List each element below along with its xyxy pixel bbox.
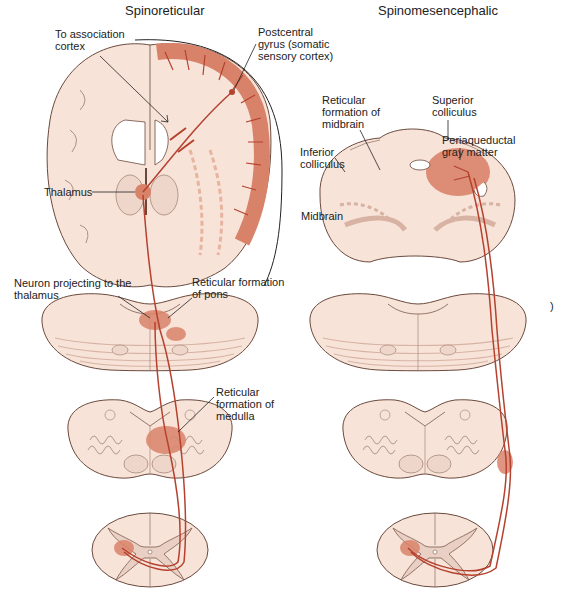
stray-mark: ) (550, 300, 560, 312)
structure-label: Neuron projecting to the thalamus (14, 277, 144, 301)
structure-label: Periaqueductal gray matter (442, 134, 532, 158)
structure-label: Reticular formation of medulla (216, 386, 296, 422)
structure-label: Thalamus (44, 186, 104, 198)
structure-label: Inferior colliculus (300, 146, 360, 170)
structure-label: Reticular formation of midbrain (322, 94, 392, 130)
panel-title: Spinoreticular (125, 3, 265, 18)
structure-label: Superior colliculus (432, 94, 502, 118)
structure-label: Reticular formation of pons (192, 276, 292, 300)
panel-title: Spinomesencephalic (378, 3, 548, 18)
structure-label: Midbrain (301, 210, 361, 222)
structure-label: Postcentral gyrus (somatic sensory corte… (258, 26, 338, 62)
structure-label: To association cortex (55, 28, 140, 52)
